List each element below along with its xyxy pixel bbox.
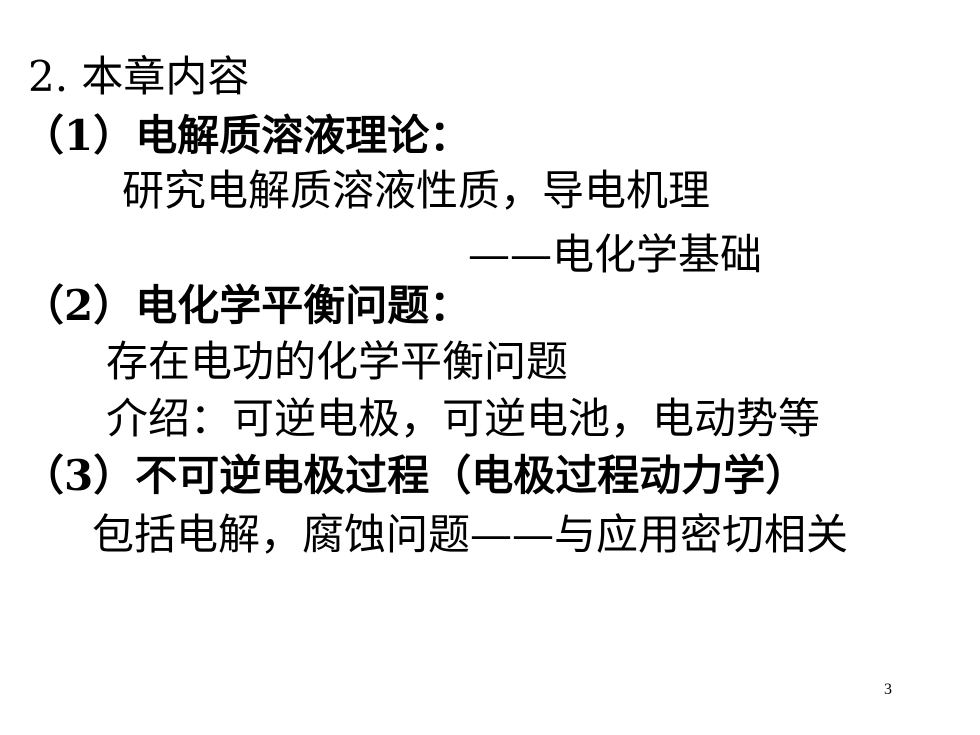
section-2-title: （2）电化学平衡问题： xyxy=(22,281,472,330)
section-2-line-1: 存在电功的化学平衡问题 xyxy=(106,337,569,386)
section-1-line-2: ——电化学基础 xyxy=(468,230,763,279)
section-1-line-1: 研究电解质溶液性质，导电机理 xyxy=(122,166,711,215)
section-3-line-1: 包括电解，腐蚀问题——与应用密切相关 xyxy=(92,510,849,559)
section-2-line-2: 介绍：可逆电极，可逆电池，电动势等 xyxy=(106,394,821,443)
page-number: 3 xyxy=(884,681,892,698)
page-heading: 2. 本章内容 xyxy=(28,52,250,101)
section-1-title: （1）电解质溶液理论： xyxy=(22,111,472,160)
section-3-title: （3）不可逆电极过程（电极过程动力学） xyxy=(22,451,808,500)
